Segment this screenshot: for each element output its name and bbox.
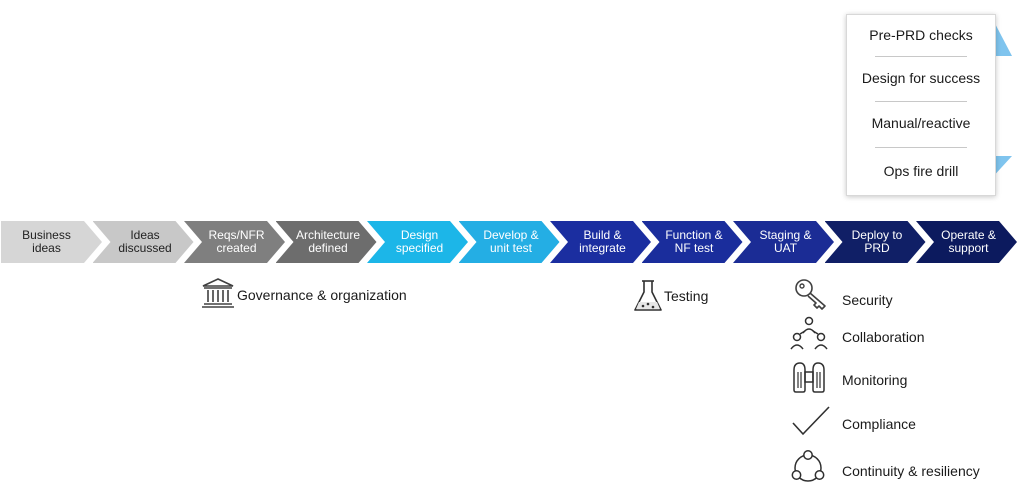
lab-flask-icon bbox=[634, 280, 662, 311]
key-icon bbox=[795, 279, 826, 310]
panel-divider bbox=[875, 56, 967, 57]
stage-label: Design specified bbox=[395, 228, 444, 255]
panel-item-ops-fire-drill: Ops fire drill bbox=[883, 163, 959, 179]
stage-chevron: Build & integrate bbox=[550, 221, 651, 263]
building-columns-icon bbox=[202, 278, 234, 308]
cycle-nodes-icon bbox=[791, 450, 825, 482]
panel-item-design-for-success: Design for success bbox=[861, 70, 981, 86]
stage-chevron: Reqs/NFR created bbox=[184, 221, 285, 263]
pillar-collaboration-label: Collaboration bbox=[842, 329, 925, 345]
stage-label: Deploy to PRD bbox=[851, 228, 903, 255]
testing-label: Testing bbox=[664, 288, 709, 304]
stage-chevron: Design specified bbox=[367, 221, 468, 263]
stage-chevron: Develop & unit test bbox=[459, 221, 560, 263]
stage-label: Function & NF test bbox=[665, 228, 723, 255]
stage-label: Staging & UAT bbox=[759, 228, 812, 255]
stage-chevron: Architecture defined bbox=[276, 221, 377, 263]
people-network-icon bbox=[790, 316, 828, 350]
stage-label: Ideas discussed bbox=[118, 228, 172, 255]
panel-divider bbox=[875, 147, 967, 148]
stage-checks-panel: Pre-PRD checks Design for success Manual… bbox=[846, 14, 996, 196]
stage-chevron: Deploy to PRD bbox=[825, 221, 926, 263]
pillar-compliance-label: Compliance bbox=[842, 416, 916, 432]
governance-label: Governance & organization bbox=[237, 287, 407, 303]
pillar-continuity-resiliency-label: Continuity & resiliency bbox=[842, 463, 980, 479]
stage-label: Reqs/NFR created bbox=[208, 228, 265, 255]
stage-chevron: Business ideas bbox=[1, 221, 102, 263]
stage-label: Operate & support bbox=[941, 228, 996, 255]
checkmark-icon bbox=[792, 406, 830, 436]
pillar-security-label: Security bbox=[842, 292, 893, 308]
panel-divider bbox=[875, 101, 967, 102]
stage-label: Business ideas bbox=[22, 228, 71, 255]
pillar-monitoring-label: Monitoring bbox=[842, 372, 908, 388]
panel-item-pre-prd-checks: Pre-PRD checks bbox=[869, 27, 973, 43]
stage-chevron: Ideas discussed bbox=[93, 221, 194, 263]
stage-chevron: Staging & UAT bbox=[733, 221, 834, 263]
stage-chevron: Function & NF test bbox=[642, 221, 743, 263]
stage-label: Develop & unit test bbox=[483, 228, 539, 255]
stage-label: Build & integrate bbox=[579, 228, 626, 255]
panel-item-manual-reactive: Manual/reactive bbox=[871, 115, 971, 131]
stage-label: Architecture defined bbox=[295, 228, 361, 255]
binoculars-icon bbox=[793, 362, 825, 393]
stage-chevron: Operate & support bbox=[916, 221, 1017, 263]
